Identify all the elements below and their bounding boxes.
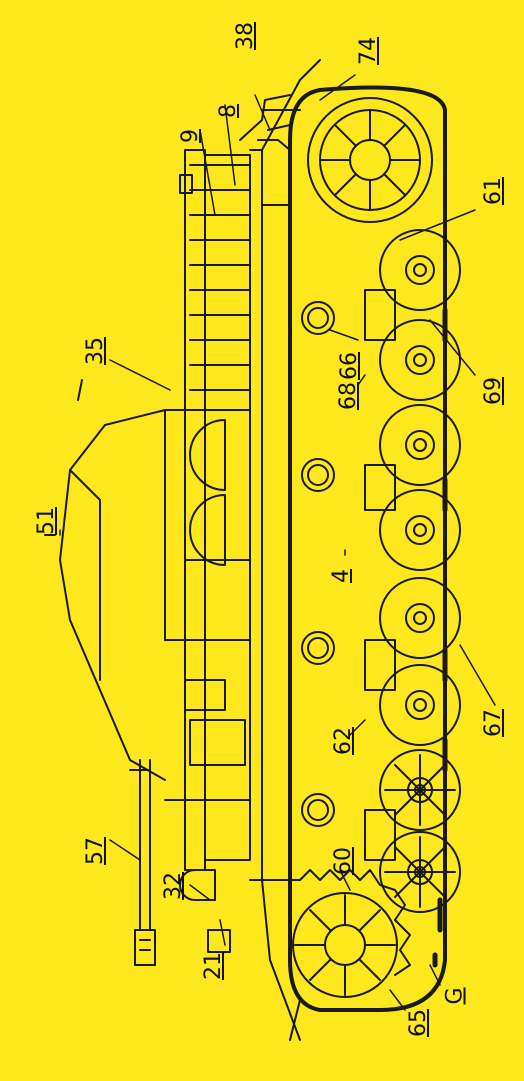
callout-74: 74 [356, 37, 381, 65]
leader-lines [59, 74, 496, 1011]
callout-35: 35 [83, 337, 108, 365]
callout-G: G [442, 987, 468, 1005]
callout-57: 57 [83, 837, 108, 865]
callout-67: 67 [481, 709, 506, 737]
suspension-bogies [364, 289, 396, 861]
callout-66: 66 [337, 352, 362, 380]
callout-62: 62 [331, 727, 356, 755]
callout-4: 4 [329, 569, 354, 583]
callout-32: 32 [161, 872, 186, 900]
track-outline [288, 85, 447, 1012]
turret [44, 379, 166, 781]
callout-8: 8 [216, 104, 241, 118]
hull-outline [184, 59, 321, 1041]
callout-38: 38 [233, 22, 258, 50]
callout-65: 65 [406, 1009, 431, 1037]
engine-deck-slats [189, 164, 251, 391]
superstructure [164, 409, 251, 801]
callout-60: 60 [331, 847, 356, 875]
return-rollers [301, 301, 335, 827]
road-wheels [379, 229, 461, 913]
track-pads [432, 307, 448, 968]
idler-wheel [307, 97, 433, 223]
jack [179, 869, 231, 953]
callout-51: 51 [34, 507, 59, 535]
gun-barrel [129, 759, 156, 966]
callout-68: 68 [336, 382, 361, 410]
callout-61: 61 [481, 177, 506, 205]
callout-21: 21 [201, 952, 226, 980]
drive-sprocket [292, 869, 411, 998]
callout-69: 69 [481, 377, 506, 405]
callout-9: 9 [178, 129, 203, 143]
